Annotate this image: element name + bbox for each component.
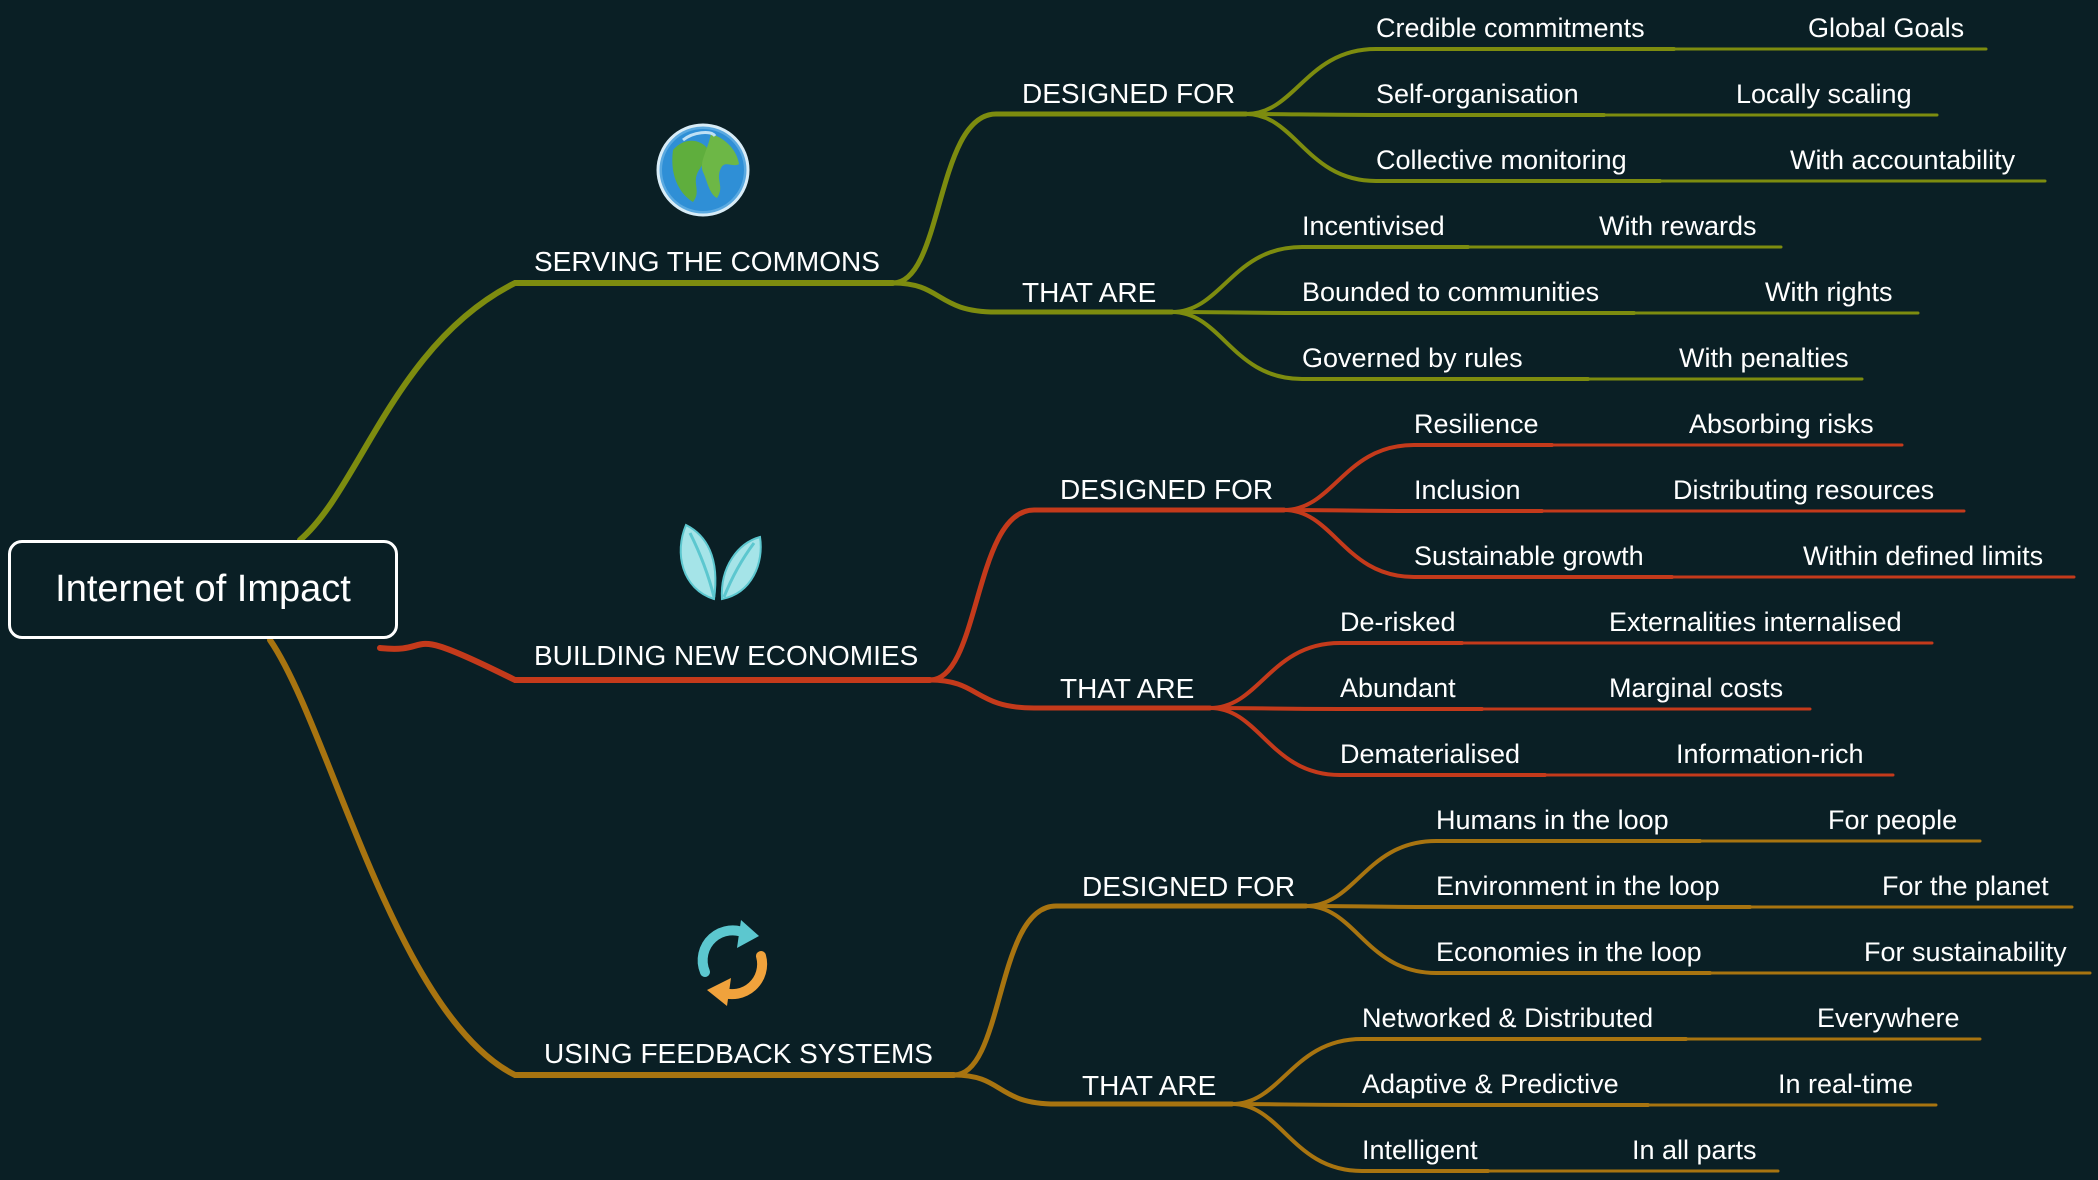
leaf-connector xyxy=(1244,47,1676,116)
branch-feedback-label[interactable]: USING FEEDBACK SYSTEMS xyxy=(544,1038,933,1069)
leaf-credible-commitments[interactable]: Credible commitments xyxy=(1376,13,1645,43)
leaf-for-people[interactable]: For people xyxy=(1828,805,1958,835)
leaf-governed-by-rules[interactable]: Governed by rules xyxy=(1302,343,1523,373)
commons-that-are-label[interactable]: THAT ARE xyxy=(1022,277,1157,308)
leaf-distributing-resources[interactable]: Distributing resources xyxy=(1673,475,1935,505)
feedback-designed-for-label[interactable]: DESIGNED FOR xyxy=(1082,871,1296,902)
leaf-dematerialised[interactable]: Dematerialised xyxy=(1340,739,1521,769)
leaf-information-rich[interactable]: Information-rich xyxy=(1676,739,1864,769)
leaf-self-organisation[interactable]: Self-organisation xyxy=(1376,79,1579,109)
leaf-global-goals[interactable]: Global Goals xyxy=(1808,13,1965,43)
leaf-icon xyxy=(679,523,762,601)
leaf-connector xyxy=(1282,508,1674,579)
leaf-resilience[interactable]: Resilience xyxy=(1414,409,1539,439)
branch-connector xyxy=(377,640,933,683)
leaf-de-risked[interactable]: De-risked xyxy=(1340,607,1456,637)
leaf-connector xyxy=(1244,112,1606,117)
leaf-connector xyxy=(1208,706,1547,777)
leaf-with-accountability[interactable]: With accountability xyxy=(1790,145,2016,175)
leaf-connector xyxy=(1230,1037,1688,1106)
group-connector xyxy=(927,677,1213,711)
leaf-with-penalties[interactable]: With penalties xyxy=(1679,343,1849,373)
leaf-abundant[interactable]: Abundant xyxy=(1340,673,1456,703)
leaf-collective-monitoring[interactable]: Collective monitoring xyxy=(1376,145,1627,175)
leaf-everywhere[interactable]: Everywhere xyxy=(1817,1003,1960,1033)
group-connector xyxy=(890,280,1175,315)
leaf-economies-in-the-loop[interactable]: Economies in the loop xyxy=(1436,937,1702,967)
leaf-for-the-planet[interactable]: For the planet xyxy=(1882,871,2049,901)
leaf-locally-scaling[interactable]: Locally scaling xyxy=(1736,79,1912,109)
leaf-with-rights[interactable]: With rights xyxy=(1765,277,1893,307)
leaf-bounded-to-communities[interactable]: Bounded to communities xyxy=(1302,277,1600,307)
leaf-with-rewards[interactable]: With rewards xyxy=(1599,211,1757,241)
leaf-environment-in-the-loop[interactable]: Environment in the loop xyxy=(1436,871,1720,901)
leaf-connector xyxy=(1244,112,1662,183)
leaf-inclusion[interactable]: Inclusion xyxy=(1414,475,1521,505)
root-label: Internet of Impact xyxy=(55,568,351,610)
leaf-marginal-costs[interactable]: Marginal costs xyxy=(1609,673,1784,703)
leaf-within-defined-limits[interactable]: Within defined limits xyxy=(1803,541,2044,571)
leaf-for-sustainability[interactable]: For sustainability xyxy=(1864,937,2067,967)
leaf-connector xyxy=(1304,904,1712,975)
leaf-intelligent[interactable]: Intelligent xyxy=(1362,1135,1478,1165)
leaf-in-real-time[interactable]: In real-time xyxy=(1778,1069,1914,1099)
leaf-in-all-parts[interactable]: In all parts xyxy=(1632,1135,1757,1165)
leaf-connector xyxy=(1304,839,1702,908)
commons-designed-for-label[interactable]: DESIGNED FOR xyxy=(1022,78,1236,109)
leaf-connector xyxy=(1208,641,1464,710)
branch-connector xyxy=(297,280,896,543)
leaf-networked-distributed[interactable]: Networked & Distributed xyxy=(1362,1003,1654,1033)
group-connector xyxy=(927,507,1287,683)
branch-commons-label[interactable]: SERVING THE COMMONS xyxy=(534,246,880,277)
leaf-externalities-internalised[interactable]: Externalities internalised xyxy=(1609,607,1902,637)
branch-economies-label[interactable]: BUILDING NEW ECONOMIES xyxy=(534,640,919,671)
leaf-connector xyxy=(1304,904,1752,909)
leaf-connector xyxy=(1170,245,1470,314)
economies-that-are-label[interactable]: THAT ARE xyxy=(1060,673,1195,704)
leaf-connector xyxy=(1282,443,1554,512)
globe-icon xyxy=(656,123,750,217)
cycle-arrows-icon xyxy=(697,920,768,1006)
group-connector xyxy=(890,111,1249,286)
economies-designed-for-label[interactable]: DESIGNED FOR xyxy=(1060,474,1274,505)
leaf-connector xyxy=(1170,310,1636,315)
feedback-that-are-label[interactable]: THAT ARE xyxy=(1082,1070,1217,1101)
leaf-connector xyxy=(1170,310,1590,381)
root-node[interactable]: Internet of Impact xyxy=(8,540,398,639)
leaf-connector xyxy=(1230,1102,1650,1107)
leaf-connector xyxy=(1230,1102,1490,1173)
group-connector xyxy=(951,903,1309,1078)
leaf-sustainable-growth[interactable]: Sustainable growth xyxy=(1414,541,1644,571)
group-connector xyxy=(951,1072,1235,1107)
leaf-absorbing-risks[interactable]: Absorbing risks xyxy=(1689,409,1874,439)
leaf-connector xyxy=(1208,706,1484,711)
branch-connector xyxy=(267,637,957,1078)
leaf-incentivised[interactable]: Incentivised xyxy=(1302,211,1445,241)
leaf-humans-in-the-loop[interactable]: Humans in the loop xyxy=(1436,805,1669,835)
leaf-adaptive-predictive[interactable]: Adaptive & Predictive xyxy=(1362,1069,1619,1099)
leaf-connector xyxy=(1282,508,1544,513)
